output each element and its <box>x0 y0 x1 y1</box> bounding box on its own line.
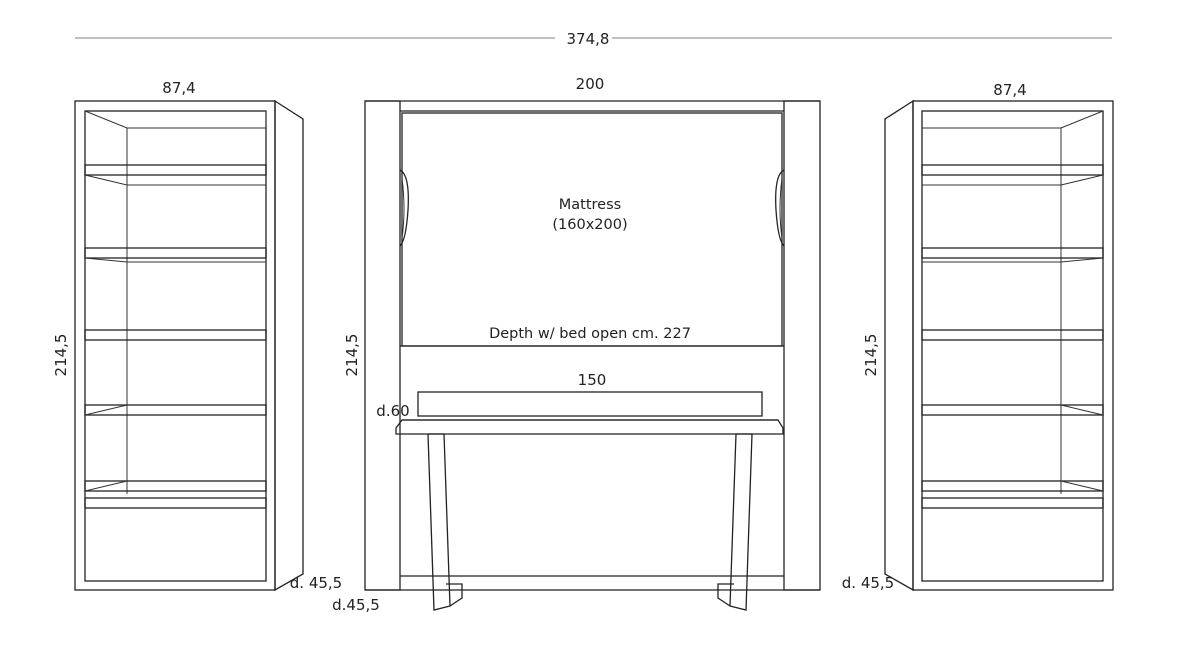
center-unit-height: 214,5 <box>343 334 361 377</box>
left-shelves <box>84 164 267 509</box>
mattress-label: Mattress <box>559 197 621 213</box>
center-wallbed-unit: 200 214,5 Mattress (160x200) Depth w/ be… <box>332 75 821 614</box>
desk: 150 d.60 <box>376 371 784 611</box>
left-mechanism <box>399 169 409 247</box>
open-depth-label: Depth w/ bed open cm. 227 <box>489 326 691 342</box>
right-shelves <box>921 164 1104 509</box>
mattress-size: (160x200) <box>552 217 627 233</box>
overall-width-dimension: 374,8 <box>75 30 1112 48</box>
overall-width-label: 374,8 <box>567 30 610 48</box>
right-bookcase-height: 214,5 <box>862 334 880 377</box>
desk-depth: d.60 <box>376 402 409 420</box>
center-unit-width: 200 <box>576 75 605 93</box>
left-bookcase-width: 87,4 <box>162 79 195 97</box>
right-bookcase-depth: d. 45,5 <box>842 574 894 592</box>
right-bookcase: 87,4 214,5 d. 45,5 <box>842 81 1114 592</box>
right-bookcase-width: 87,4 <box>993 81 1026 99</box>
left-bookcase-depth: d. 45,5 <box>290 574 342 592</box>
center-unit-depth: d.45,5 <box>332 596 380 614</box>
right-mechanism <box>775 169 785 247</box>
left-bookcase: 87,4 214,5 d. 45,5 <box>52 79 342 592</box>
left-bookcase-height: 214,5 <box>52 334 70 377</box>
desk-width: 150 <box>578 371 607 389</box>
